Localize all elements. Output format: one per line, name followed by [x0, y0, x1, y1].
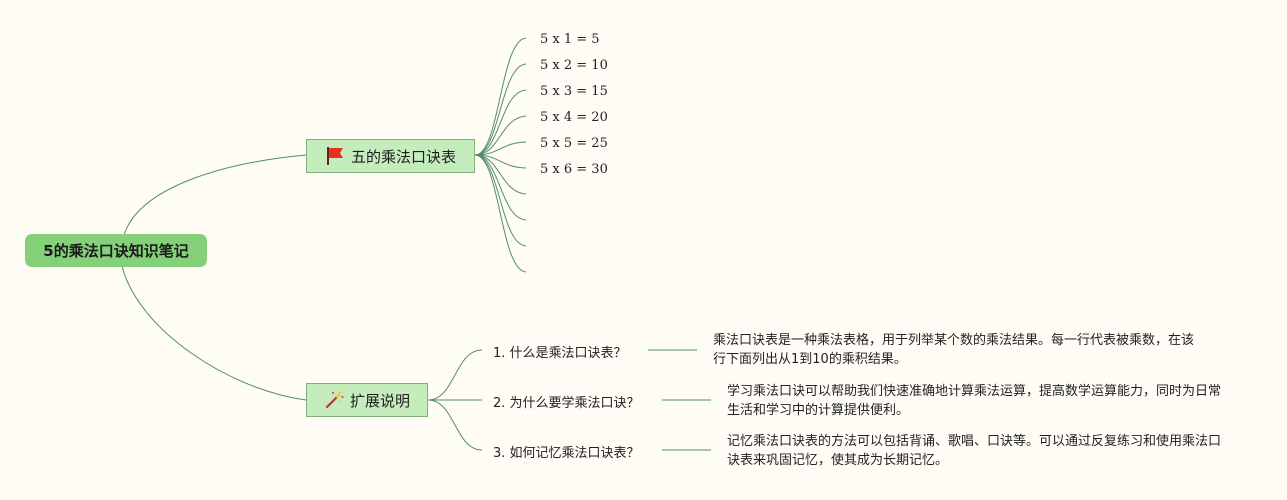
leaf-item[interactable]: 5 x 6 = 30	[540, 160, 608, 178]
red-flag-icon	[325, 146, 345, 166]
connector-leaf-7	[474, 154, 527, 195]
leaf-label: 5 x 1 = 5	[540, 31, 600, 47]
leaf-label: 5 x 3 = 15	[540, 83, 608, 99]
question-how-memorize[interactable]: 3. 如何记忆乘法口诀表？	[493, 442, 640, 461]
leaf-item[interactable]: 5 x 4 = 20	[540, 108, 608, 126]
connector-root-topic-table	[123, 154, 307, 236]
connector-leaf-2	[474, 63, 527, 156]
leaf-label: 5 x 6 = 30	[540, 161, 608, 177]
connector-leaf-3	[474, 89, 527, 156]
answer-text: 乘法口诀表是一种乘法表格，用于列举某个数的乘法结果。每一行代表被乘数，在该行下面…	[713, 333, 1195, 367]
root-label: 5的乘法口诀知识笔记	[43, 242, 189, 260]
connector-leaf-10	[474, 154, 527, 273]
connector-question-1	[427, 349, 483, 401]
answer-note[interactable]: 记忆乘法口诀表的方法可以包括背诵、歌唱、口诀等。可以通过反复练习和使用乘法口诀表…	[727, 432, 1222, 470]
connector-leaf-5	[474, 141, 527, 156]
connector-question-3	[427, 399, 483, 451]
leaf-item[interactable]: 5 x 5 = 25	[540, 134, 608, 152]
answer-note[interactable]: 学习乘法口诀可以帮助我们快速准确地计算乘法运算，提高数学运算能力，同时为日常生活…	[727, 382, 1222, 420]
question-why-learn[interactable]: 2. 为什么要学乘法口诀？	[493, 392, 640, 411]
question-label: 3. 如何记忆乘法口诀表？	[493, 445, 640, 461]
question-label: 1. 什么是乘法口诀表？	[493, 345, 627, 361]
leaf-label: 5 x 5 = 25	[540, 135, 608, 151]
connector-leaf-1	[474, 37, 527, 156]
connector-leaf-9	[474, 154, 527, 247]
connector-leaf-8	[474, 154, 527, 221]
question-what-is-table[interactable]: 1. 什么是乘法口诀表？	[493, 342, 627, 361]
answer-text: 记忆乘法口诀表的方法可以包括背诵、歌唱、口诀等。可以通过反复练习和使用乘法口诀表…	[727, 434, 1222, 468]
connector-leaf-4	[474, 115, 527, 156]
magic-wand-icon	[324, 390, 344, 410]
leaf-label: 5 x 2 = 10	[540, 57, 608, 73]
root-node[interactable]: 5的乘法口诀知识笔记	[25, 234, 207, 267]
connector-root-topic-explain	[121, 265, 307, 401]
leaf-item[interactable]: 5 x 3 = 15	[540, 82, 608, 100]
topic-extended-explanation[interactable]: 扩展说明	[306, 383, 428, 417]
topic-explain-label: 扩展说明	[349, 391, 410, 410]
leaf-label: 5 x 4 = 20	[540, 109, 608, 125]
topic-multiplication-table[interactable]: 五的乘法口诀表	[306, 139, 475, 173]
leaf-item[interactable]: 5 x 2 = 10	[540, 56, 608, 74]
question-label: 2. 为什么要学乘法口诀？	[493, 395, 640, 411]
leaf-item[interactable]: 5 x 1 = 5	[540, 30, 600, 48]
answer-note[interactable]: 乘法口诀表是一种乘法表格，用于列举某个数的乘法结果。每一行代表被乘数，在该行下面…	[713, 331, 1203, 369]
topic-table-label: 五的乘法口诀表	[350, 147, 456, 166]
answer-text: 学习乘法口诀可以帮助我们快速准确地计算乘法运算，提高数学运算能力，同时为日常生活…	[727, 384, 1222, 418]
